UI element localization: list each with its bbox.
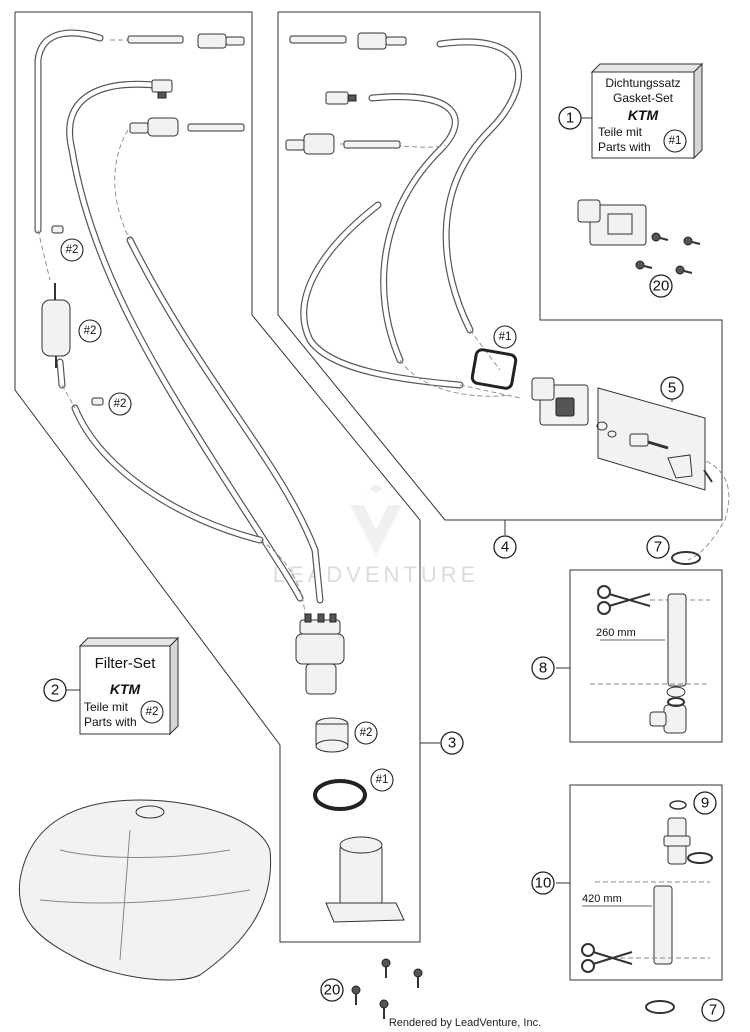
- hose-clamp-bottom: [645, 1000, 675, 1014]
- filter-set-brand: KTM: [110, 681, 141, 697]
- pump-strainer: [315, 717, 349, 753]
- dimension-260: 260 mm: [596, 627, 636, 639]
- svg-text:4: 4: [501, 539, 509, 556]
- ref-2-clamp: #2: [60, 238, 84, 262]
- callout-20-bottom: 20: [320, 978, 344, 1002]
- screws-top: [635, 232, 701, 275]
- fitting-left-mid: [129, 117, 245, 137]
- gasket-set-brand: KTM: [628, 107, 659, 123]
- fuel-tank: [18, 799, 272, 981]
- svg-text:3: 3: [448, 735, 456, 752]
- gasket-set-title-en: Gasket-Set: [613, 91, 674, 105]
- svg-text:5: 5: [668, 380, 676, 397]
- ref-2-clamp-lower: #2: [108, 392, 132, 416]
- callout-10: 10: [531, 871, 555, 895]
- gasket-set-ref: #1: [669, 135, 682, 147]
- ref-2-strainer: #2: [354, 721, 378, 745]
- filter-set-title: Filter-Set: [95, 655, 157, 672]
- callout-20-top: 20: [649, 274, 673, 298]
- clamp-small-2: [91, 397, 104, 406]
- clamp-small-1: [51, 225, 64, 234]
- svg-text:#2: #2: [360, 727, 373, 739]
- svg-text:#1: #1: [376, 774, 389, 786]
- gasket-set-box: Dichtungssatz Gasket-Set KTM Teile mit P…: [590, 62, 704, 160]
- svg-text:2: 2: [51, 682, 59, 699]
- svg-text:9: 9: [701, 795, 709, 812]
- dimension-420: 420 mm: [582, 893, 622, 905]
- fuel-filter: [41, 283, 71, 368]
- svg-text:1: 1: [566, 110, 574, 127]
- gasket-set-parts-de: Teile mit: [598, 125, 643, 139]
- ref-1-flange-seal: #1: [493, 325, 517, 349]
- hose-420: [653, 885, 673, 965]
- fuel-pump: [295, 613, 345, 695]
- callout-2: 2: [43, 678, 67, 702]
- callout-9: 9: [693, 791, 717, 815]
- callout-7-bottom: 7: [701, 998, 725, 1022]
- small-flange: [577, 199, 647, 246]
- frame-hose-8: [569, 569, 723, 743]
- svg-text:#2: #2: [84, 325, 97, 337]
- pump-housing: [325, 836, 405, 923]
- ref-1-o-ring: #1: [370, 768, 394, 792]
- filter-set-ref: #2: [146, 706, 159, 718]
- frame-right-assembly: [277, 11, 723, 521]
- svg-text:10: 10: [535, 875, 552, 892]
- footer-credit: Rendered by LeadVenture, Inc.: [389, 1017, 541, 1029]
- hose-clamp-top: [671, 551, 701, 565]
- scissors-icon-2: [581, 943, 633, 973]
- gasket-set-parts-en: Parts with: [598, 140, 651, 154]
- watermark-text: LEADVENTURE: [273, 562, 480, 587]
- ref-2-filter: #2: [78, 319, 102, 343]
- filter-set-box: Filter-Set KTM Teile mit Parts with #2: [78, 636, 180, 736]
- frame-left-assembly: [14, 11, 421, 943]
- svg-text:7: 7: [709, 1002, 717, 1019]
- scissors-icon: [597, 585, 651, 615]
- o-ring-9: [669, 800, 687, 810]
- gasket-set-title-de: Dichtungssatz: [605, 76, 680, 90]
- flange-seal: [470, 348, 518, 390]
- callout-5: 5: [660, 376, 684, 400]
- fitting-10: [663, 817, 713, 865]
- connector-kit: [596, 387, 713, 491]
- svg-text:#2: #2: [114, 398, 127, 410]
- screws-bottom: [351, 958, 423, 1019]
- svg-text:8: 8: [539, 660, 547, 677]
- callout-3: 3: [440, 731, 464, 755]
- quick-coupling-8: [649, 686, 687, 734]
- svg-text:20: 20: [324, 982, 341, 999]
- svg-text:20: 20: [653, 278, 670, 295]
- fitting-right-top: [289, 32, 407, 50]
- svg-text:7: 7: [654, 539, 662, 556]
- filter-set-parts-de: Teile mit: [84, 700, 129, 714]
- frame-hose-10: [569, 784, 723, 981]
- plug-connector-left: [151, 79, 173, 99]
- svg-text:#1: #1: [499, 331, 512, 343]
- o-ring-gasket: [313, 779, 367, 811]
- callout-8: 8: [531, 656, 555, 680]
- fitting-left-top: [127, 33, 245, 49]
- fitting-right-mid: [285, 133, 401, 155]
- watermark-logo: [350, 485, 402, 555]
- filter-set-parts-en: Parts with: [84, 715, 137, 729]
- plug-connector-right: [325, 91, 357, 105]
- pump-flange: [531, 377, 589, 426]
- svg-text:#2: #2: [66, 244, 79, 256]
- callout-4: 4: [493, 535, 517, 559]
- callout-1: 1: [558, 106, 582, 130]
- callout-7-top: 7: [646, 535, 670, 559]
- hose-260: [667, 593, 687, 687]
